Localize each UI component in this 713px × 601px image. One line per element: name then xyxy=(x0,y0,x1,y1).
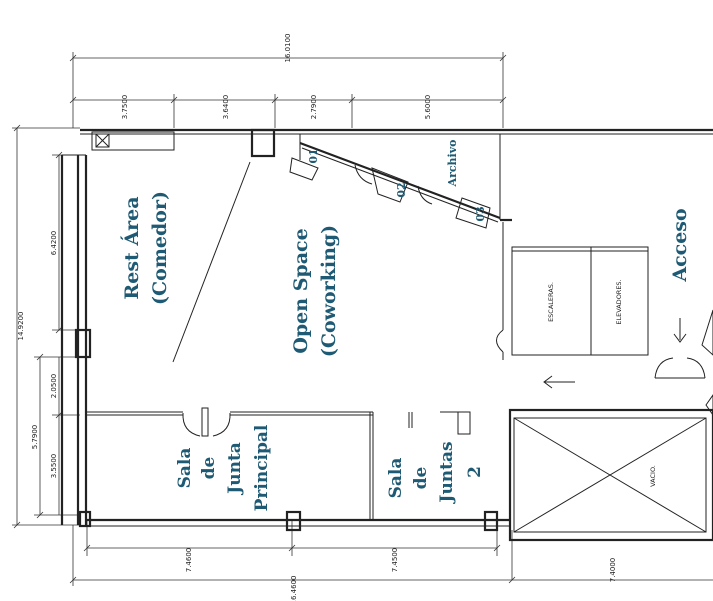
top-dimensions: 16.0100 3.7500 3.6400 2.7900 5.6000 xyxy=(69,34,507,128)
outer-walls xyxy=(60,128,713,532)
label-sala-2-1: Sala xyxy=(386,458,406,499)
label-rest-area: Rest Área xyxy=(120,196,143,299)
dim-bottom-seg1: 7.4600 xyxy=(185,548,193,573)
label-sala-principal-2: de xyxy=(199,456,219,479)
dim-left-total: 14.9200 xyxy=(17,312,25,341)
label-office-02: 02 xyxy=(395,182,408,197)
direction-arrows xyxy=(543,318,687,389)
label-office-03: 03 xyxy=(474,206,487,221)
dim-top-seg4: 5.6000 xyxy=(424,95,432,120)
label-office-01: 01 xyxy=(307,148,320,163)
dim-bottom-total: 16.4600 xyxy=(290,576,298,601)
room-labels: Rest Área (Comedor) Open Space (Coworkin… xyxy=(120,140,691,512)
dim-left-seg1: 6.4200 xyxy=(50,231,58,256)
label-acceso: Acceso xyxy=(669,208,691,282)
dim-top-total: 16.0100 xyxy=(284,34,292,63)
dim-top-seg2: 3.6400 xyxy=(222,95,230,120)
label-sala-2-2: de xyxy=(411,466,431,489)
interior-walls xyxy=(86,134,713,542)
label-sala-principal-4: Principal xyxy=(252,424,272,511)
dim-top-seg3: 2.7900 xyxy=(310,95,318,120)
dim-left-mid: 5.7900 xyxy=(31,425,39,450)
bottom-dimensions: 7.4600 7.4500 16.4600 7.4000 xyxy=(69,520,713,601)
dim-left-seg2: 2.0500 xyxy=(50,374,58,399)
label-escaleras: ESCALERAS. xyxy=(547,282,555,322)
label-sala-principal-3: Junta xyxy=(225,442,245,496)
label-sala-2-4: 2 xyxy=(465,466,485,478)
label-open-space: Open Space xyxy=(290,228,312,353)
label-sala-principal-1: Sala xyxy=(175,448,195,489)
dim-bottom-seg2: 7.4500 xyxy=(391,548,399,573)
label-elevadores: ELEVADORES. xyxy=(615,279,623,324)
dim-top-seg1: 3.7500 xyxy=(121,95,129,120)
label-vacio: VACIO. xyxy=(649,465,657,487)
label-archivo: Archivo xyxy=(446,140,459,188)
label-sala-2-3: Juntas xyxy=(437,441,457,504)
dim-left-seg3: 3.5500 xyxy=(50,454,58,479)
label-coworking: (Coworking) xyxy=(318,225,340,357)
label-comedor: (Comedor) xyxy=(149,191,171,305)
dim-bottom-right: 7.4000 xyxy=(609,558,617,583)
left-dimensions: 14.9200 6.4200 5.7900 2.0500 3.5500 xyxy=(12,124,80,529)
